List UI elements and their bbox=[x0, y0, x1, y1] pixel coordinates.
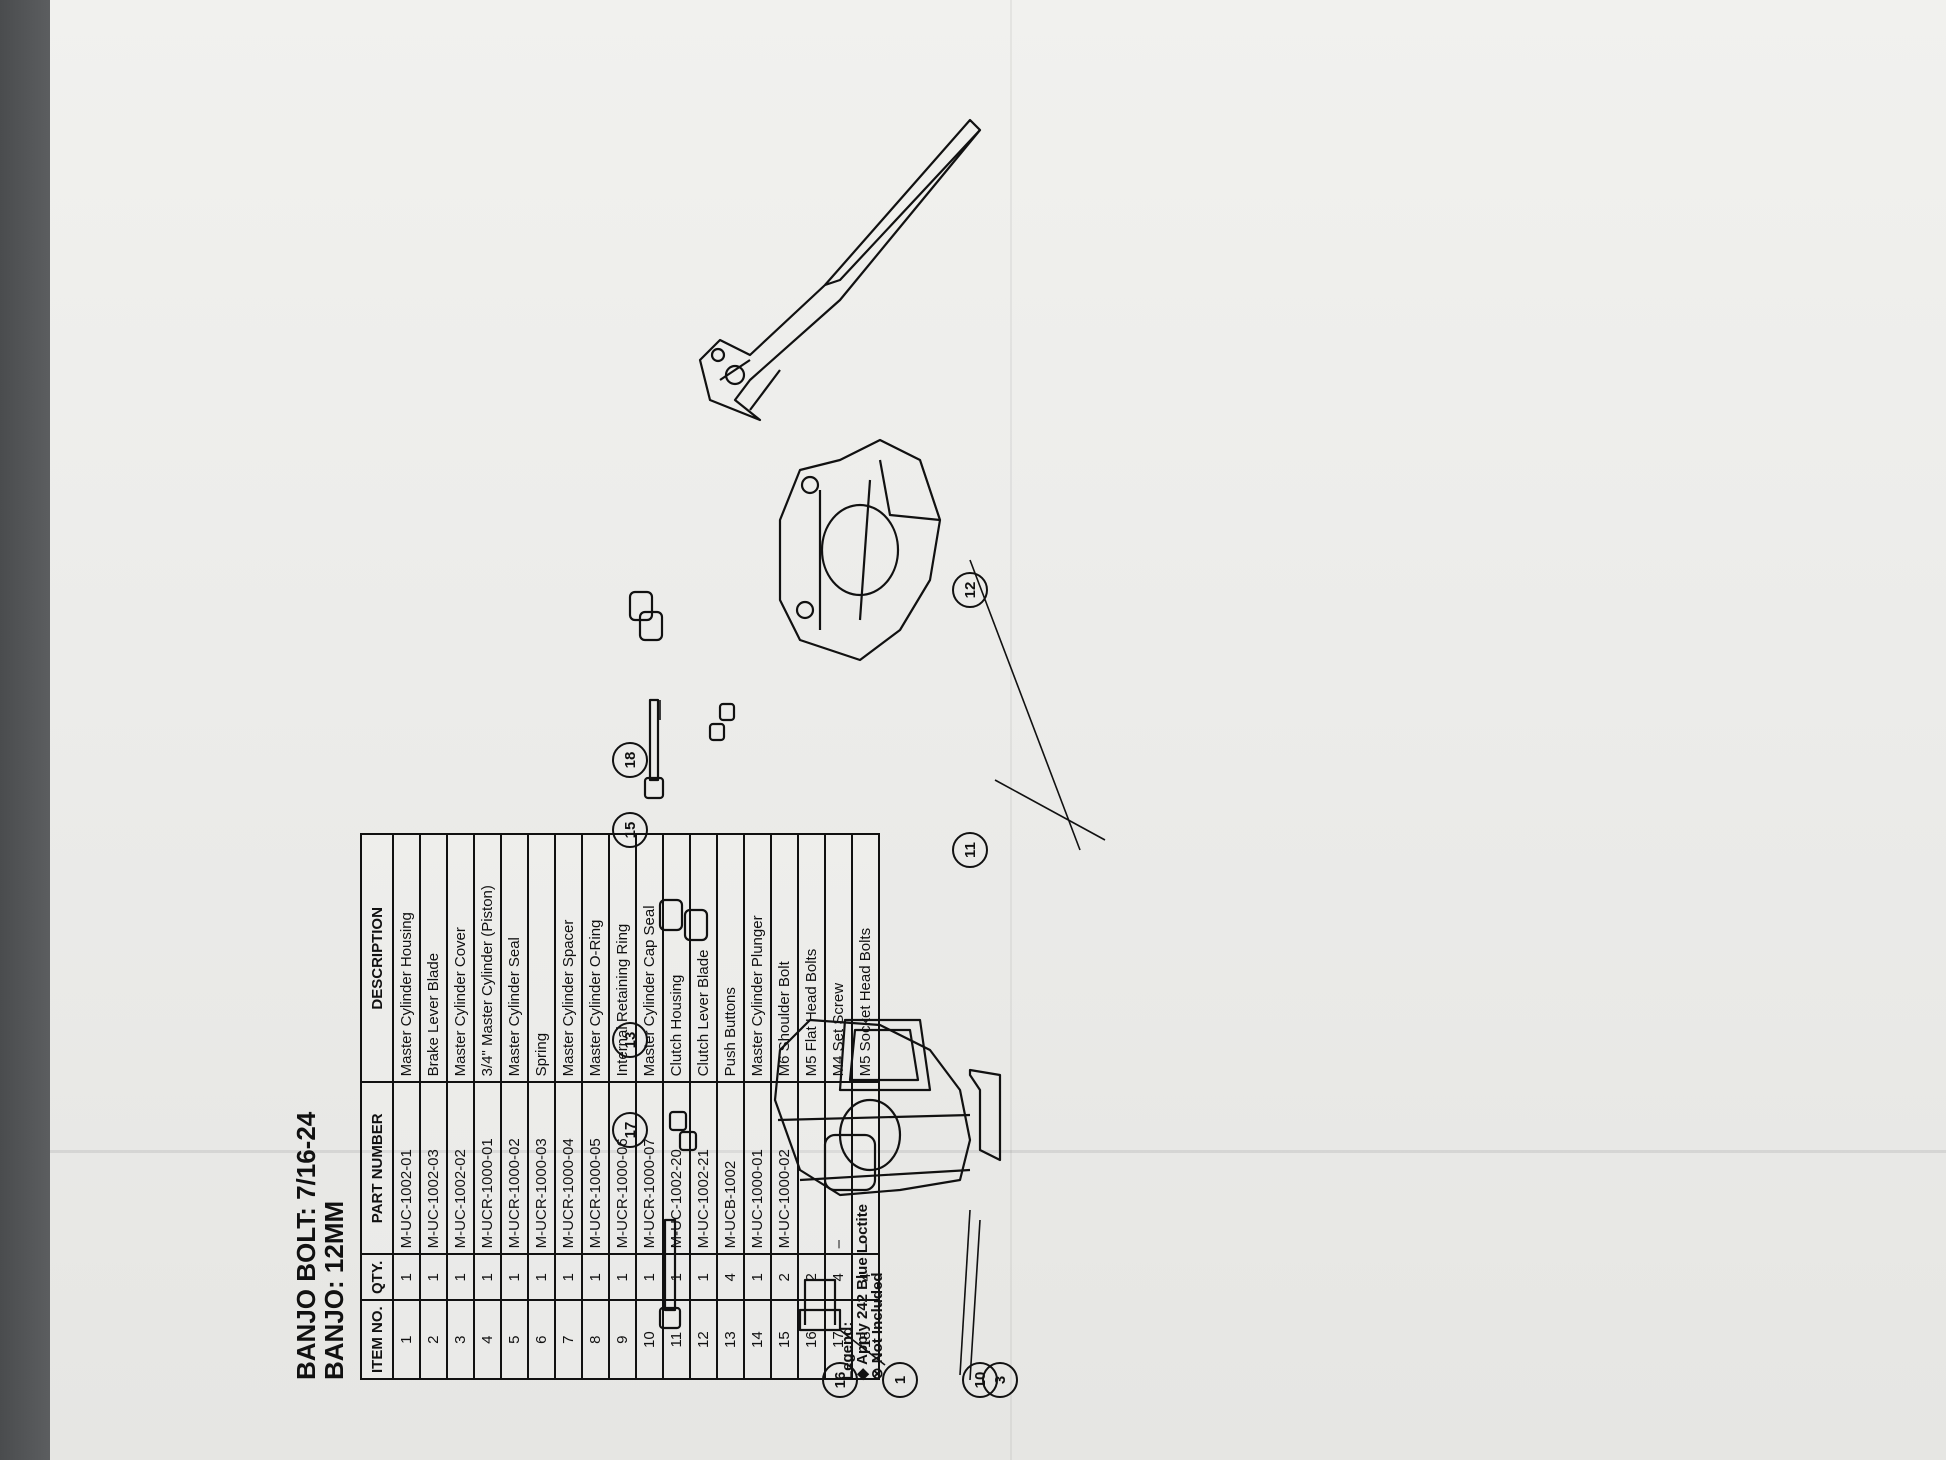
callout-label: 18 bbox=[622, 752, 639, 769]
callout-18: 18 bbox=[612, 742, 648, 778]
leader-lines bbox=[659, 559, 1106, 1381]
rotated-document: BANJO BOLT: 7/16-24 BANJO: 12MM ITEM NO.… bbox=[280, 30, 1106, 1420]
callout-13: 13 bbox=[612, 1022, 648, 1058]
callout-label: 3 bbox=[992, 1376, 1009, 1384]
callout-17: 17 bbox=[612, 1112, 648, 1148]
fasteners-drawing bbox=[628, 590, 736, 1330]
piston-drawing bbox=[798, 1278, 842, 1332]
master-cylinder-housing-drawing bbox=[773, 1018, 972, 1197]
callout-label: 11 bbox=[962, 842, 979, 858]
clutch-lever-blade-drawing bbox=[698, 118, 982, 422]
callout-label: 12 bbox=[962, 582, 979, 599]
callout-label: 1 bbox=[892, 1376, 909, 1384]
callout-label: 15 bbox=[622, 822, 639, 839]
callout-label: 16 bbox=[832, 1372, 849, 1389]
cap-seal-drawing bbox=[968, 1068, 1002, 1162]
callout-label: 13 bbox=[622, 1032, 639, 1049]
fold-line bbox=[50, 1150, 1946, 1153]
callout-12: 12 bbox=[952, 572, 988, 608]
fold-line bbox=[1010, 0, 1012, 1460]
callout-10: 10 bbox=[962, 1362, 998, 1398]
callout-3: 3 bbox=[982, 1362, 1018, 1398]
callouts: 1 10 3 11 12 13 bbox=[612, 572, 1018, 1398]
callout-1: 1 bbox=[882, 1362, 918, 1398]
callout-16: 16 bbox=[822, 1362, 858, 1398]
callout-15: 15 bbox=[612, 812, 648, 848]
exploded-assembly-diagram: 1 10 3 11 12 13 bbox=[612, 118, 1106, 1398]
callout-label: 17 bbox=[622, 1122, 639, 1139]
callout-label: 10 bbox=[972, 1372, 989, 1389]
clutch-housing-drawing bbox=[778, 438, 942, 662]
paper-sheet bbox=[50, 0, 1946, 1460]
callout-11: 11 bbox=[952, 832, 988, 868]
